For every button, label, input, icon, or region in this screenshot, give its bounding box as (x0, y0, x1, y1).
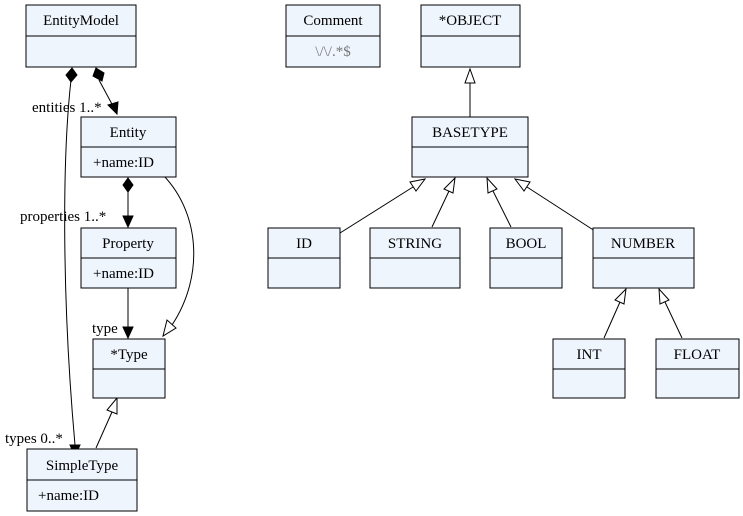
class-number[interactable]: NUMBER (592, 227, 695, 289)
edge-float-number (658, 287, 683, 339)
class-type[interactable]: *Type (92, 338, 166, 399)
edge-label-properties: properties 1..* (20, 209, 106, 225)
class-entity[interactable]: Entity +name:ID (80, 116, 177, 178)
class-name: INT (577, 347, 602, 363)
class-name: Comment (303, 13, 363, 29)
class-name: Property (102, 236, 154, 252)
edge-types (64, 67, 81, 458)
class-attribute: +name:ID (93, 155, 154, 171)
edge-entity-type (159, 171, 195, 338)
class-id[interactable]: ID (267, 227, 341, 289)
class-property[interactable]: Property +name:ID (80, 227, 177, 289)
edge-label-entities: entities 1..* (32, 100, 102, 116)
edge-basetype-object (464, 67, 476, 117)
class-string[interactable]: STRING (369, 227, 461, 289)
edge-int-number (603, 287, 627, 339)
class-name: Entity (110, 125, 147, 141)
class-entitymodel[interactable]: EntityModel (25, 4, 137, 68)
class-object[interactable]: *OBJECT (420, 4, 521, 68)
class-name: EntityModel (43, 13, 119, 29)
edge-properties (122, 177, 134, 229)
edge-id-basetype (339, 178, 427, 234)
edge-label-types: types 0..* (5, 431, 63, 447)
class-name: STRING (388, 236, 442, 252)
class-simpletype[interactable]: SimpleType +name:ID (26, 448, 138, 512)
class-name: BASETYPE (432, 125, 508, 141)
class-name: *Type (110, 347, 148, 363)
class-name: SimpleType (46, 458, 119, 474)
class-basetype[interactable]: BASETYPE (411, 116, 529, 178)
edge-entities (92, 67, 119, 116)
class-name: NUMBER (611, 236, 675, 252)
class-name: FLOAT (674, 347, 721, 363)
class-attribute: +name:ID (38, 488, 99, 504)
class-float[interactable]: FLOAT (655, 338, 740, 399)
class-name: ID (296, 236, 312, 252)
class-comment[interactable]: Comment \/\/.*$ (285, 4, 381, 68)
edge-simpletype-type (95, 396, 118, 449)
edge-number-basetype (513, 178, 599, 234)
comment-pattern: \/\/.*$ (315, 44, 351, 60)
edge-label-type: type (92, 321, 118, 337)
class-bool[interactable]: BOOL (489, 227, 563, 289)
class-attribute: +name:ID (93, 266, 154, 282)
edge-string-basetype (431, 176, 456, 228)
edge-type (122, 288, 134, 340)
class-name: BOOL (506, 236, 547, 252)
edge-bool-basetype (486, 176, 512, 228)
class-name: *OBJECT (439, 13, 502, 29)
class-int[interactable]: INT (552, 338, 626, 399)
